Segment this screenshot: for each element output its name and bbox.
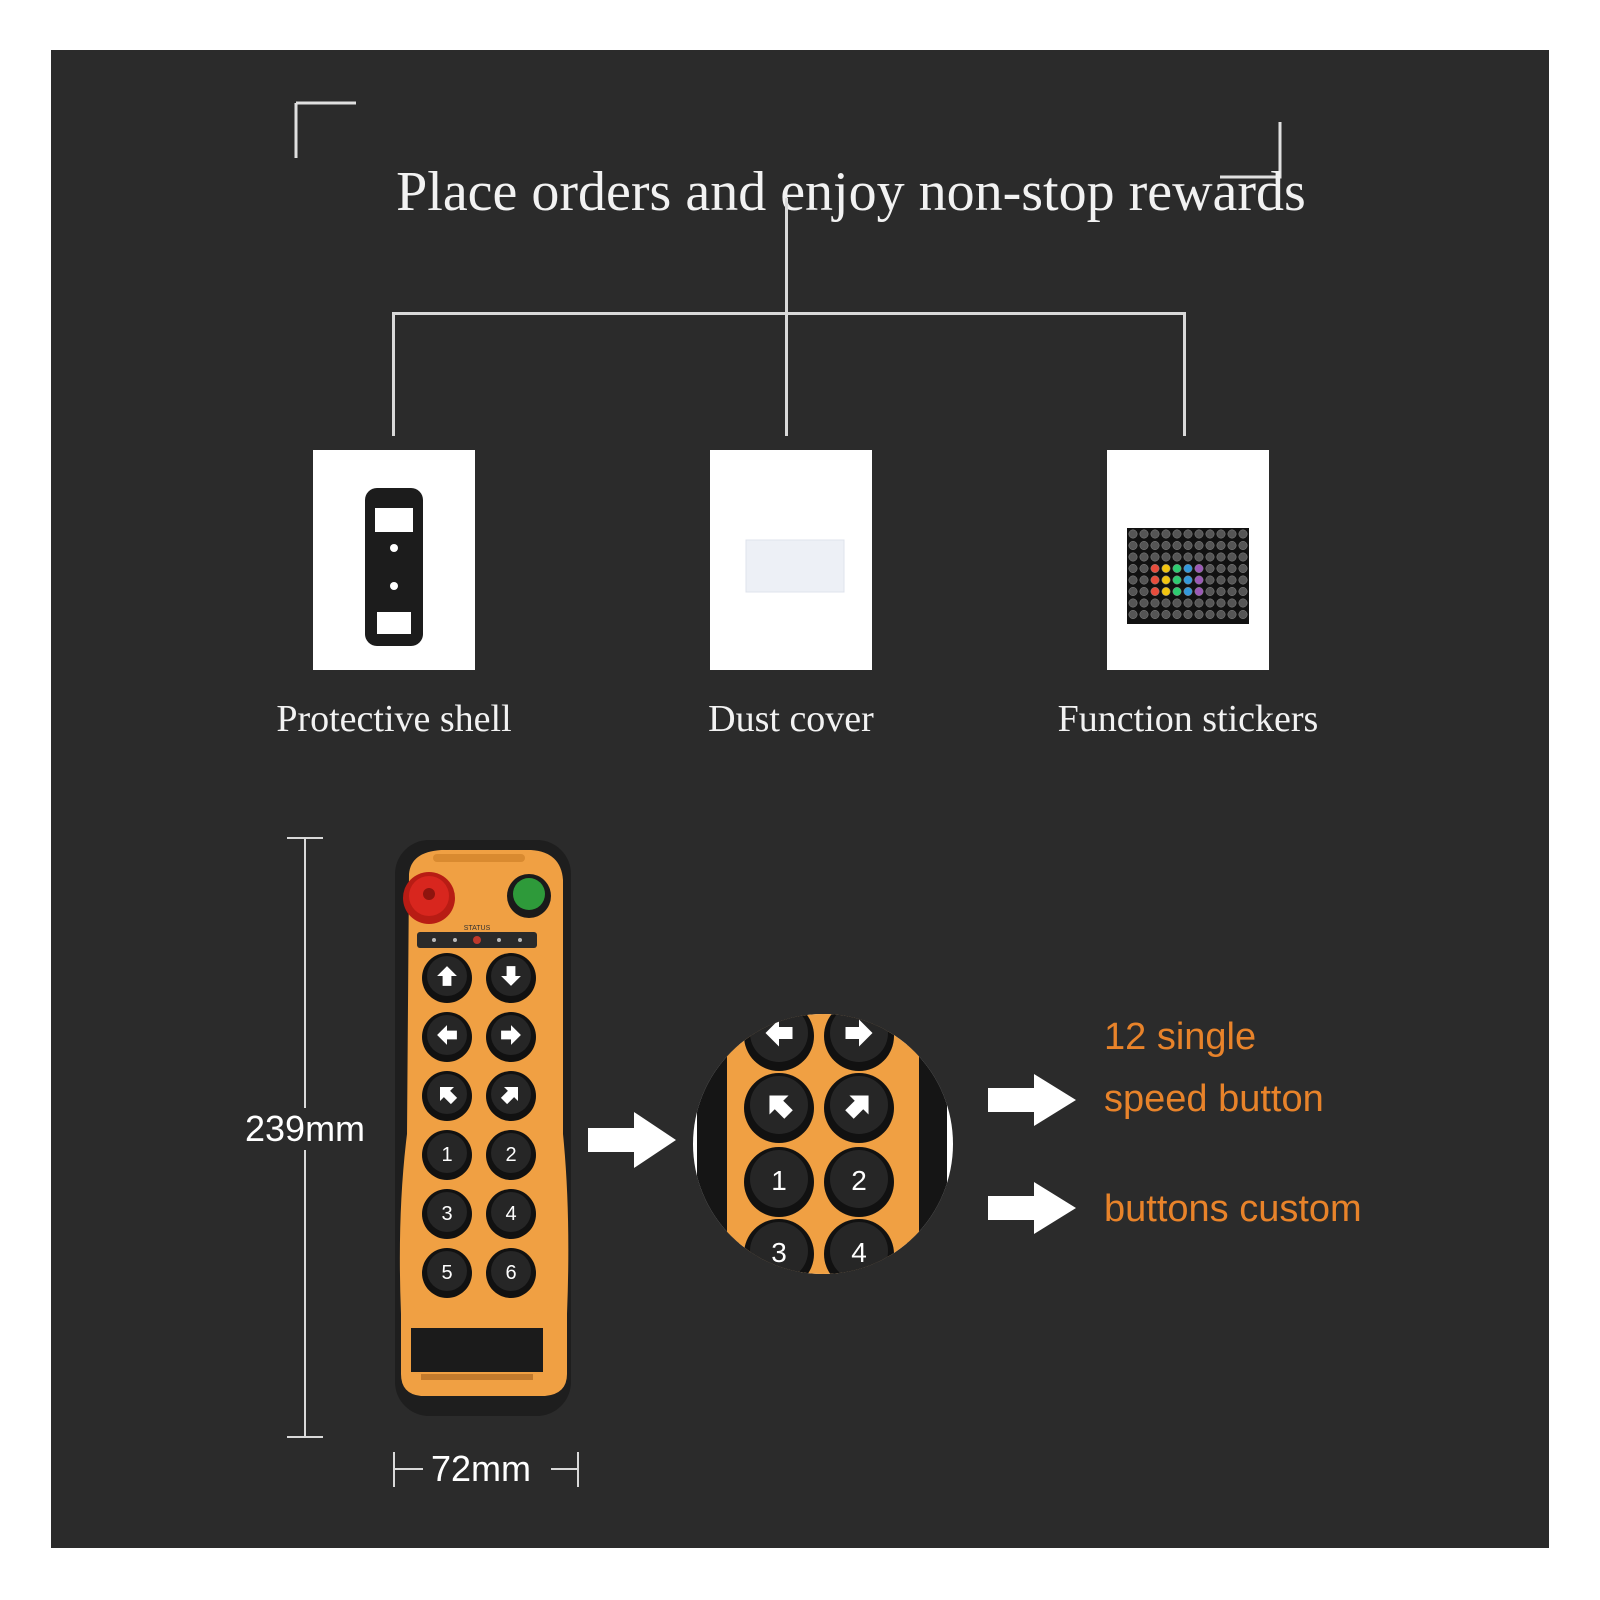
caption-dust-cover: Dust cover bbox=[708, 698, 874, 740]
headline: Place orders and enjoy non-stop rewards bbox=[396, 161, 1306, 223]
remote-button-label: 1 bbox=[441, 1144, 452, 1166]
dust-cover-icon bbox=[745, 539, 845, 593]
remote-arrow-button bbox=[486, 1012, 536, 1062]
remote-button-label: 5 bbox=[441, 1262, 452, 1284]
remote-arrow-button bbox=[422, 953, 472, 1003]
headline-brackets bbox=[294, 101, 1282, 179]
zoom-button: 2 bbox=[824, 1147, 894, 1217]
remote-number-button: 6 bbox=[486, 1248, 536, 1298]
remote-number-button: 4 bbox=[486, 1189, 536, 1239]
caption-protective-shell: Protective shell bbox=[276, 698, 512, 740]
width-dimension: 72mm bbox=[431, 1448, 532, 1489]
function-stickers-icon bbox=[1127, 528, 1249, 624]
connector-trunk bbox=[785, 198, 788, 436]
arrow-feature-1-icon bbox=[988, 1074, 1076, 1126]
remote-arrow-button bbox=[422, 1071, 472, 1121]
remote-number-button: 1 bbox=[422, 1130, 472, 1180]
zoom-button: 1 bbox=[744, 1147, 814, 1217]
dimension-lines bbox=[287, 837, 579, 1487]
feature-line-2: speed button bbox=[1104, 1078, 1324, 1120]
remote-control: STATUS 1 2 3 4 5 6 bbox=[395, 840, 571, 1416]
remote-arrow-button bbox=[422, 1012, 472, 1062]
zoom-detail: 1 2 3 4 bbox=[693, 1014, 953, 1274]
arrow-to-zoom-icon bbox=[588, 1112, 676, 1168]
zoom-button bbox=[744, 1073, 814, 1143]
zoom-button-label: 2 bbox=[851, 1165, 867, 1196]
zoom-button-label: 4 bbox=[851, 1237, 867, 1268]
connector-bar bbox=[392, 312, 1186, 315]
connector-right bbox=[1183, 312, 1186, 436]
protective-shell-icon bbox=[365, 488, 423, 646]
zoom-button bbox=[824, 1073, 894, 1143]
product-panel: Place orders and enjoy non-stop rewards … bbox=[51, 50, 1549, 1548]
remote-arrow-button bbox=[486, 1071, 536, 1121]
connector-left bbox=[392, 312, 395, 436]
remote-button-label: 3 bbox=[441, 1203, 452, 1225]
accessory-card-protective-shell bbox=[313, 450, 475, 670]
remote-number-button: 5 bbox=[422, 1248, 472, 1298]
caption-function-stickers: Function stickers bbox=[1057, 698, 1319, 740]
start-button-icon bbox=[513, 878, 545, 910]
accessory-card-function-stickers bbox=[1107, 450, 1269, 670]
feature-line-3: buttons custom bbox=[1104, 1188, 1362, 1230]
feature-line-1: 12 single bbox=[1104, 1016, 1257, 1058]
remote-button-label: 2 bbox=[505, 1144, 516, 1166]
remote-button-label: 4 bbox=[505, 1203, 516, 1225]
remote-number-button: 2 bbox=[486, 1130, 536, 1180]
zoom-button-label: 3 bbox=[771, 1237, 787, 1268]
remote-number-button: 3 bbox=[422, 1189, 472, 1239]
remote-arrow-button bbox=[486, 953, 536, 1003]
zoom-button-label: 1 bbox=[771, 1165, 787, 1196]
arrow-feature-2-icon bbox=[988, 1182, 1076, 1234]
remote-button-label: 6 bbox=[505, 1262, 516, 1284]
status-label: STATUS bbox=[464, 925, 491, 932]
accessory-card-dust-cover bbox=[710, 450, 872, 670]
height-dimension: 239mm bbox=[245, 1108, 366, 1149]
